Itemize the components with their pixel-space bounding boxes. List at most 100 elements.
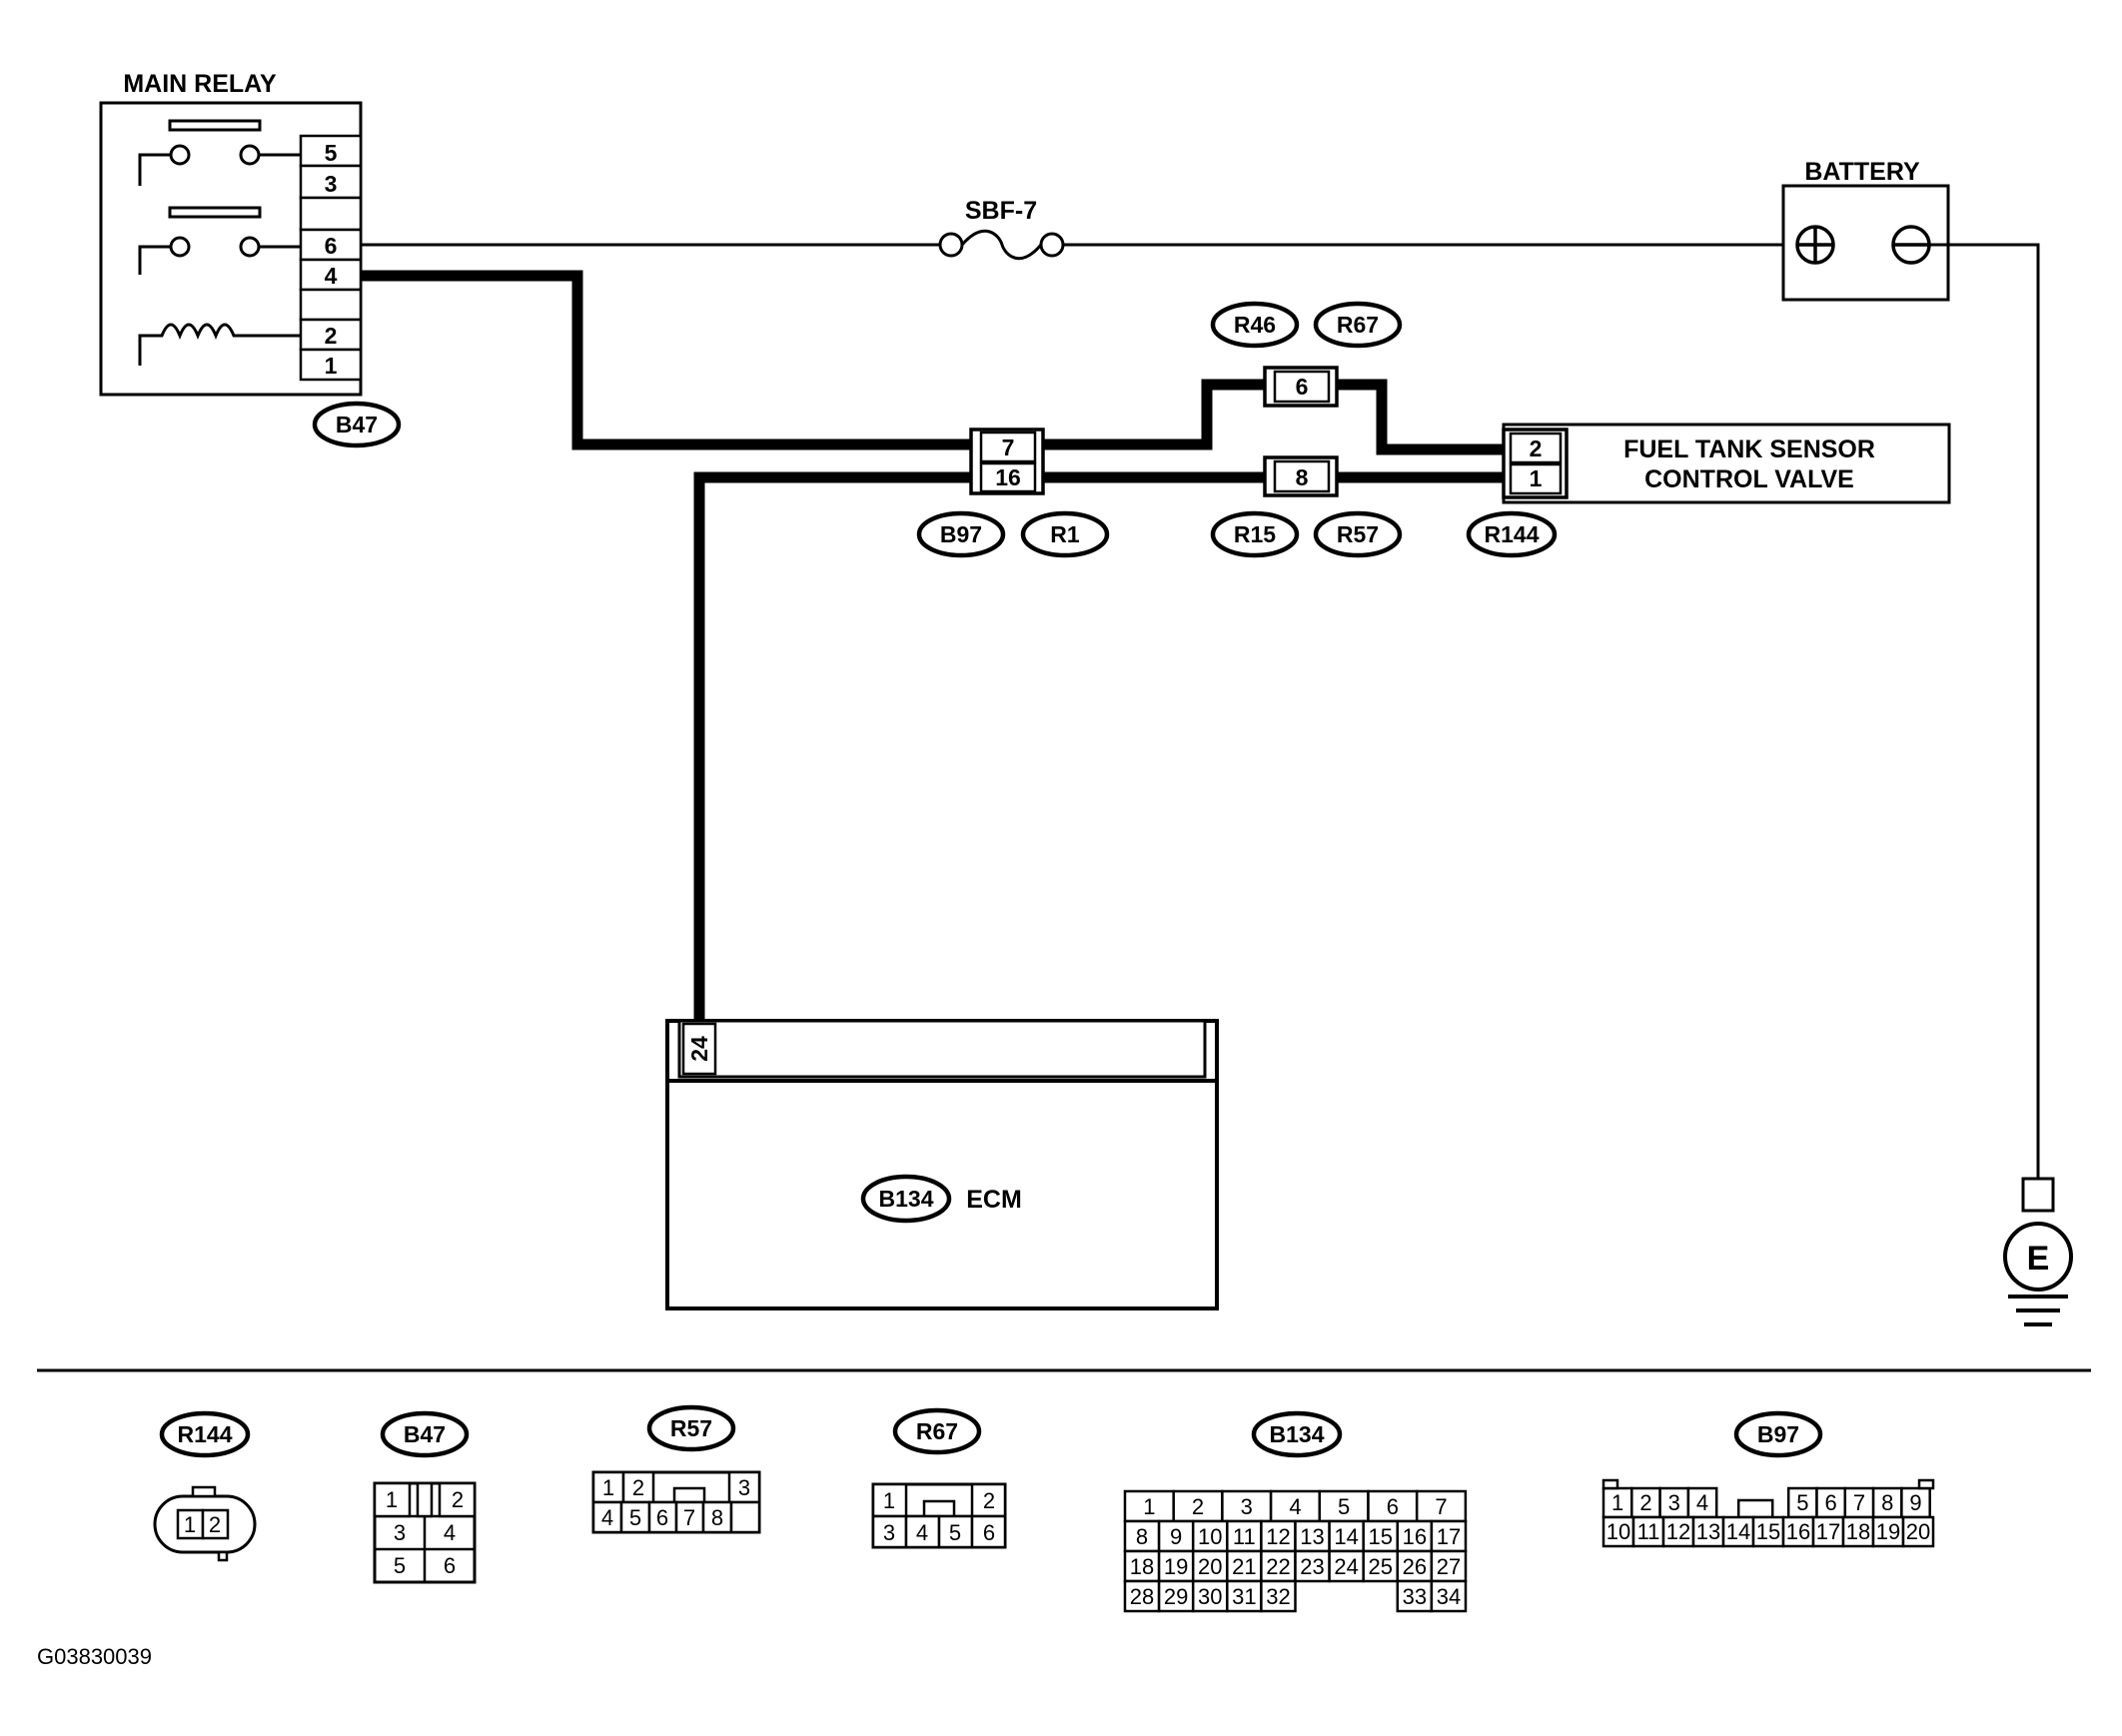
b97-pin-label: 19: [1876, 1519, 1900, 1544]
b97-pin-label: 6: [1825, 1490, 1837, 1515]
b134-pin-label: 13: [1300, 1524, 1324, 1549]
relay-pin-6: 6: [325, 233, 338, 259]
b97-pin-label: 13: [1696, 1519, 1720, 1544]
svg-text:B97: B97: [940, 521, 982, 547]
legend-r57-pin: 1: [602, 1475, 614, 1500]
relay-pin-5: 5: [325, 140, 338, 166]
b97-pin: [1901, 1515, 1935, 1548]
b134-pin-label: 5: [1338, 1494, 1350, 1519]
b134-pin-label: 15: [1369, 1524, 1393, 1549]
relay-contact-lower: [138, 206, 300, 275]
svg-text:B134: B134: [879, 1186, 934, 1212]
b97-pin: [1841, 1515, 1875, 1548]
legend-r67-pin: 5: [949, 1520, 961, 1545]
b134-pin-label: 24: [1334, 1554, 1358, 1579]
b134-pin-label: 32: [1266, 1584, 1290, 1609]
b134-pin: [1123, 1519, 1161, 1553]
legend-b47-pin: 2: [452, 1487, 464, 1512]
b97-pin-label: 2: [1639, 1490, 1651, 1515]
battery-plus-icon: [1795, 225, 1835, 265]
legend-r144-pin: 2: [209, 1512, 221, 1537]
b134-pin-label: 21: [1232, 1554, 1256, 1579]
legend-tag-r144: R144: [159, 1410, 251, 1458]
b97-pin-label: 8: [1881, 1490, 1893, 1515]
legend-tag-b47: B47: [380, 1410, 470, 1458]
legend-tag-r67: R67: [892, 1407, 982, 1455]
connector-tag-r144: R144: [1466, 510, 1558, 558]
svg-text:B47: B47: [404, 1421, 446, 1447]
svg-text:B47: B47: [336, 412, 378, 437]
svg-text:R144: R144: [1485, 521, 1540, 547]
ground-e: E: [2003, 1177, 2073, 1326]
fuse-label: SBF-7: [965, 197, 1037, 225]
ecm: 24 B134 ECM: [665, 1019, 1219, 1310]
connector-tag-b134: B134: [860, 1174, 952, 1224]
b97-pin: [1691, 1515, 1725, 1548]
b134-pin: [1123, 1549, 1161, 1583]
battery: BATTERY: [1781, 158, 1970, 302]
svg-text:B134: B134: [1270, 1421, 1325, 1447]
b97-pin: [1631, 1515, 1665, 1548]
b97-pin-label: 12: [1666, 1519, 1690, 1544]
svg-text:R46: R46: [1234, 312, 1276, 338]
b134-pin: [1294, 1549, 1331, 1583]
legend-r57-pin: 5: [629, 1505, 641, 1530]
fuel-tank-sensor-control-valve: 2 1 FUEL TANK SENSOR CONTROL VALVE R144: [1466, 423, 1951, 558]
ecm-label: ECM: [966, 1186, 1022, 1214]
b97-pin-label: 4: [1696, 1490, 1708, 1515]
svg-text:R144: R144: [178, 1421, 233, 1447]
legend-r67-pin: 4: [916, 1520, 928, 1545]
joint-connector-r46-r67: 6 R46 R67: [1210, 301, 1403, 408]
b134-pin-label: 3: [1241, 1494, 1253, 1519]
b97-pin: [1786, 1486, 1818, 1519]
b134-pin: [1430, 1519, 1468, 1553]
b97-tab: [1917, 1478, 1935, 1490]
legend-r57-pin: 6: [656, 1505, 668, 1530]
connector-tag-r15: R15: [1210, 510, 1300, 558]
legend-r57-pin: 7: [683, 1505, 695, 1530]
b97-pin: [1815, 1486, 1847, 1519]
b134-pin-label: 31: [1232, 1584, 1256, 1609]
b134-pin-label: 20: [1198, 1554, 1222, 1579]
legend-r57-pin: 4: [601, 1505, 613, 1530]
b134-pin-label: 26: [1403, 1554, 1427, 1579]
b134-pin: [1430, 1579, 1468, 1613]
relay-pin-2: 2: [325, 323, 338, 349]
legend-r144: R144 1 2: [153, 1410, 257, 1562]
joint-pin-7: 7: [1002, 434, 1015, 460]
legend-r67: R67 1 2 3 4 5 6: [871, 1407, 1007, 1549]
b134-pin: [1260, 1519, 1297, 1553]
b134-pin-label: 12: [1266, 1524, 1290, 1549]
b97-pin: [1686, 1486, 1718, 1519]
b134-pin: [1191, 1579, 1229, 1613]
legend-tag-r57: R57: [646, 1404, 736, 1452]
valve-label-line2: CONTROL VALVE: [1644, 465, 1854, 493]
legend-r144-pin: 1: [184, 1512, 196, 1537]
b134-pin-label: 10: [1198, 1524, 1222, 1549]
b134-pin-label: 11: [1233, 1524, 1256, 1549]
legend-b47-pin: 3: [394, 1520, 406, 1545]
b97-pin-label: 20: [1906, 1519, 1930, 1544]
joint-pin-8: 8: [1296, 464, 1309, 490]
b97-pin-label: 9: [1909, 1490, 1921, 1515]
relay-coil: [138, 323, 300, 366]
b97-pin-label: 3: [1668, 1490, 1680, 1515]
b97-pin: [1900, 1486, 1931, 1519]
b97-pin-label: 18: [1846, 1519, 1870, 1544]
b134-pin-label: 33: [1403, 1584, 1427, 1609]
ecm-pin-24: 24: [686, 1036, 712, 1062]
ground-label: E: [2027, 1240, 2050, 1278]
legend-tag-b134: B134: [1251, 1410, 1343, 1458]
b134-pin-label: 19: [1164, 1554, 1188, 1579]
b134-pin-label: 9: [1170, 1524, 1182, 1549]
legend-b47-pin: 1: [386, 1487, 398, 1512]
connector-tag-r46: R46: [1210, 301, 1300, 349]
legend-r67-pin: 1: [883, 1488, 895, 1513]
relay-pin-4: 4: [325, 263, 338, 289]
b134-pin-label: 4: [1289, 1494, 1301, 1519]
main-relay-title: MAIN RELAY: [123, 70, 277, 98]
battery-minus-icon: [1891, 225, 1931, 265]
